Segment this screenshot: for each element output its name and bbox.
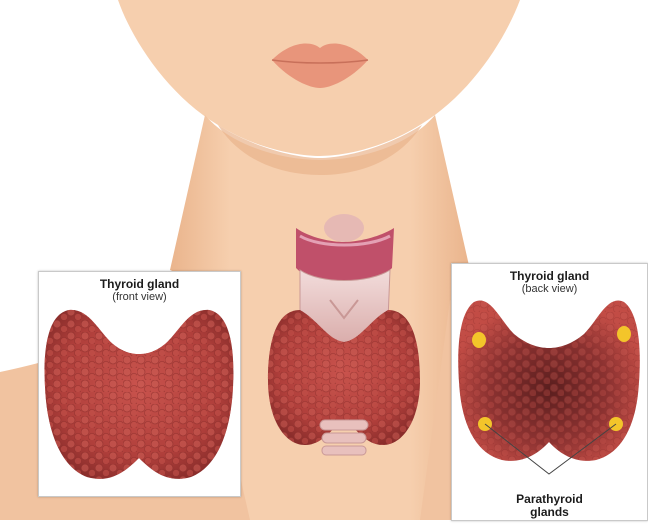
thyroid-front-icon	[39, 272, 240, 496]
parathyroid-glands-label: Parathyroid glands	[452, 493, 647, 519]
trachea	[320, 420, 368, 455]
hyoid-bone	[324, 214, 364, 242]
front-view-panel: Thyroid gland (front view)	[38, 271, 241, 497]
thyroid-back-icon	[452, 264, 647, 520]
back-view-panel: Thyroid gland (back view) Parathyroid gl…	[451, 263, 648, 521]
parathyroid-label-line1: Parathyroid	[516, 492, 583, 506]
parathyroid-label-line2: glands	[530, 505, 569, 519]
parathyroid-gland-upper-right	[617, 326, 631, 342]
parathyroid-gland-upper-left	[472, 332, 486, 348]
